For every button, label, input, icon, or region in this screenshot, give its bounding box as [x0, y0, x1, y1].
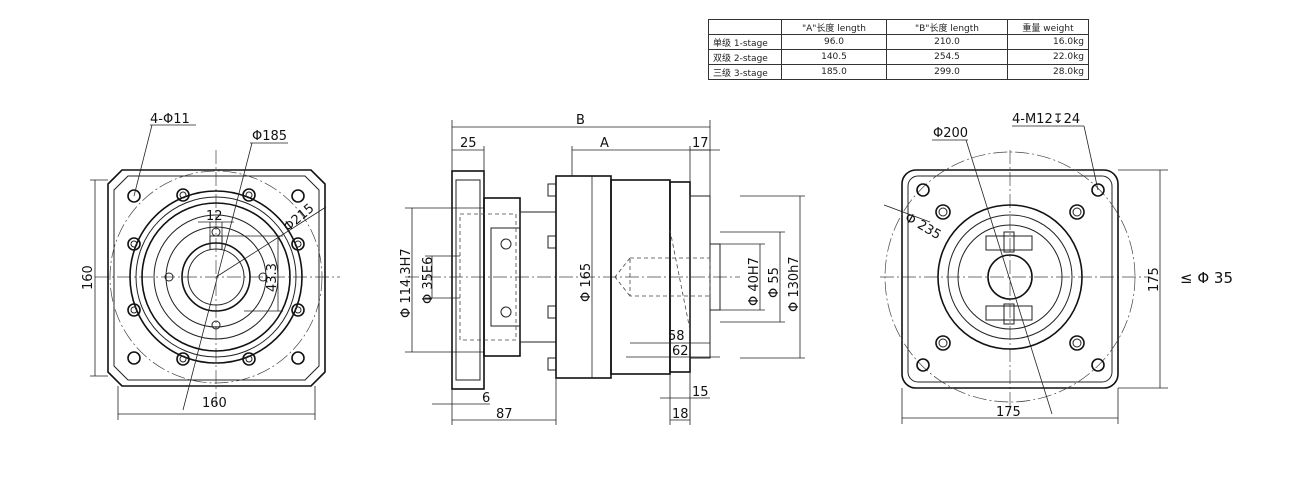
- dim-87-label: 87: [496, 407, 513, 422]
- front-view: 4-Φ11 Φ185 160 160 12 43.3 Φ215: [81, 112, 340, 420]
- total-length-label: B: [576, 113, 585, 128]
- dim-15-label: 15: [692, 385, 709, 400]
- body-length-label: A: [600, 136, 609, 151]
- height-label: 160: [81, 265, 96, 290]
- width-label: 175: [996, 405, 1021, 420]
- keyway-label: 12: [206, 209, 223, 224]
- pcd-label: Φ200: [933, 126, 968, 141]
- table-row: 三级 3-stage 185.0 299.0 28.0kg: [708, 64, 1089, 80]
- key-height-label: 43.3: [265, 263, 280, 292]
- body-dia-label: Φ 165: [579, 263, 594, 302]
- rear-view: Φ200 4-M12↧24 Φ 235 175 175 ≤ Φ 35: [880, 112, 1233, 424]
- threads-label: 4-M12↧24: [1012, 112, 1080, 127]
- shaft-dia-label: Φ 40H7: [747, 257, 762, 306]
- pilot-dia-label: Φ 130h7: [787, 256, 802, 312]
- dim-18-label: 18: [672, 407, 689, 422]
- table-cell: 28.0kg: [1007, 64, 1089, 80]
- side-view: B A 25 17 Φ 114.3H7 Φ 35E6 Φ 165 Φ 40H7 …: [399, 113, 805, 425]
- diag-label: Φ215: [281, 201, 317, 235]
- pilot-len-label: 17: [692, 136, 709, 151]
- table-header-row: "A"长度 length "B"长度 length 重量 weight: [708, 19, 1089, 35]
- motor-shaft-label: ≤ Φ 35: [1180, 269, 1233, 287]
- flange-thk-label: 25: [460, 136, 477, 151]
- holes-label: 4-Φ11: [150, 112, 190, 127]
- pcd-label: Φ185: [252, 129, 287, 144]
- bore-small-label: Φ 35E6: [421, 257, 436, 304]
- bore-label: Φ 114.3H7: [399, 248, 414, 318]
- dim-6-label: 6: [482, 391, 490, 406]
- table-cell: 三级 3-stage: [708, 64, 782, 80]
- spec-table: "A"长度 length "B"长度 length 重量 weight 单级 1…: [708, 19, 1089, 80]
- shaft-len2-label: 62: [672, 344, 689, 359]
- bolt-holes: [127, 188, 305, 366]
- shaft-len-label: 58: [668, 329, 685, 344]
- shaft-dia2-label: Φ 55: [767, 267, 782, 298]
- width-label: 160: [202, 396, 227, 411]
- height-label: 175: [1147, 267, 1162, 292]
